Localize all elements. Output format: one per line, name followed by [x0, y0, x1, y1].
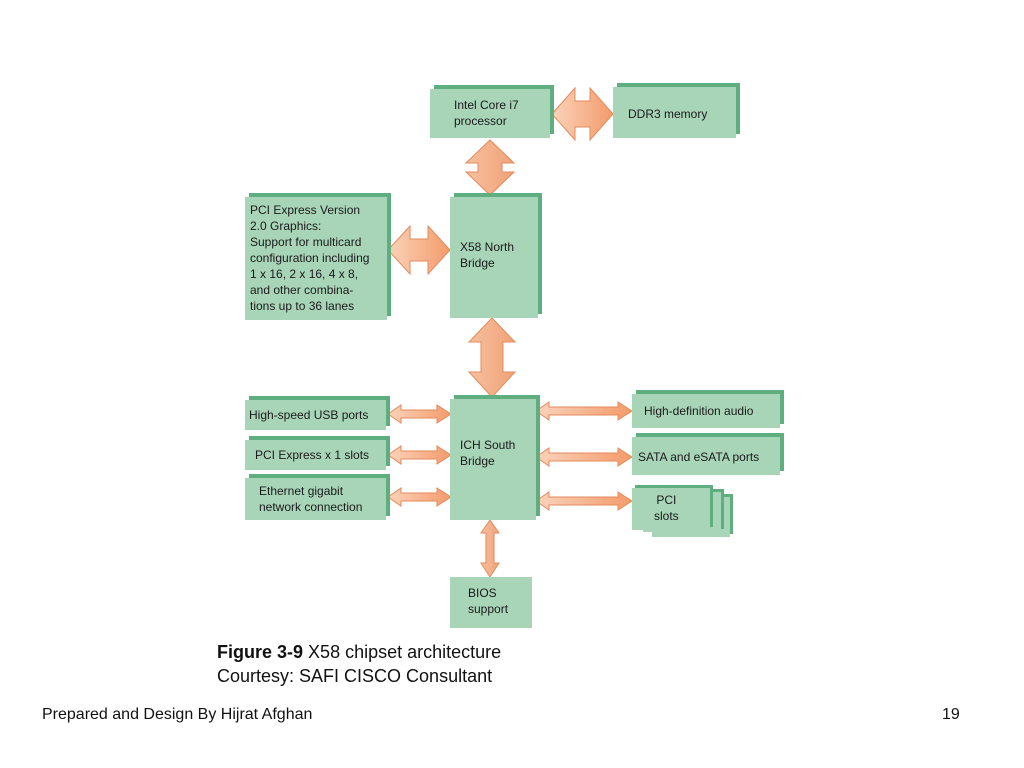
node-sata: SATA and eSATA ports — [632, 437, 780, 475]
footer-author: Prepared and Design By Hijrat Afghan — [42, 706, 313, 723]
ethernet-line-1: Ethernet gigabit — [259, 484, 344, 498]
node-cpu-line-1: Intel Core i7 — [454, 98, 519, 112]
bios-line-2: support — [468, 602, 509, 616]
north-line-2: Bridge — [460, 256, 495, 270]
figure-label: Figure 3-9 — [217, 642, 304, 662]
audio-label: High-definition audio — [644, 404, 754, 418]
node-ethernet: Ethernet gigabit network connection — [245, 478, 386, 520]
north-line-1: X58 North — [460, 240, 515, 254]
node-ddr3: DDR3 memory — [613, 87, 736, 138]
south-line-2: Bridge — [460, 454, 495, 468]
node-south-bridge: ICH South Bridge — [450, 399, 536, 520]
node-usb: High-speed USB ports — [245, 400, 386, 430]
node-pcie-x1: PCI Express x 1 slots — [245, 440, 386, 470]
arrow-ethernet-south — [387, 487, 452, 507]
pcie-gfx-line-3: Support for multicard — [250, 235, 362, 249]
arrow-south-pci — [535, 491, 633, 511]
node-pci-slots: PCI slots — [632, 488, 710, 530]
pcie-gfx-line-1: PCI Express Version — [250, 203, 361, 217]
arrow-usb-south — [387, 404, 452, 424]
pcie-gfx-line-4: configuration including — [250, 251, 370, 265]
node-cpu-line-2: processor — [454, 114, 507, 128]
arrow-cpu-north — [464, 139, 516, 196]
arrow-south-sata — [535, 447, 633, 467]
pci-line-1: PCI — [656, 493, 677, 507]
page-number: 19 — [942, 706, 960, 723]
south-line-1: ICH South — [460, 438, 516, 452]
ethernet-line-2: network connection — [259, 500, 363, 514]
pcie-gfx-line-5: 1 x 16, 2 x 16, 4 x 8, — [250, 267, 359, 281]
arrow-cpu-ddr3 — [551, 86, 614, 142]
figure-caption: Figure 3-9 X58 chipset architecture Cour… — [217, 640, 501, 688]
usb-label: High-speed USB ports — [249, 408, 369, 422]
node-north-bridge: X58 North Bridge — [450, 197, 538, 318]
arrow-south-audio — [535, 401, 633, 421]
sata-label: SATA and eSATA ports — [638, 450, 760, 464]
arrow-pcie-x1-south — [387, 445, 452, 465]
node-pcie-graphics: PCI Express Version 2.0 Graphics: Suppor… — [245, 197, 387, 320]
arrow-pcie-gfx-north — [387, 224, 451, 276]
figure-title: X58 chipset architecture — [308, 642, 502, 662]
bios-line-1: BIOS — [468, 586, 497, 600]
node-bios: BIOS support — [450, 577, 532, 628]
node-audio: High-definition audio — [632, 394, 780, 428]
pcie-gfx-line-2: 2.0 Graphics: — [250, 219, 322, 233]
arrow-south-bios — [480, 519, 500, 578]
node-cpu: Intel Core i7 processor — [430, 89, 550, 138]
figure-courtesy: Courtesy: SAFI CISCO Consultant — [217, 666, 493, 686]
pcie-gfx-line-6: and other combina- — [250, 283, 354, 297]
pcie-gfx-line-7: tions up to 36 lanes — [250, 299, 355, 313]
pci-line-2: slots — [654, 509, 679, 523]
pcie-x1-label: PCI Express x 1 slots — [255, 448, 370, 462]
node-ddr3-label: DDR3 memory — [628, 107, 708, 121]
arrow-north-south — [467, 317, 517, 398]
